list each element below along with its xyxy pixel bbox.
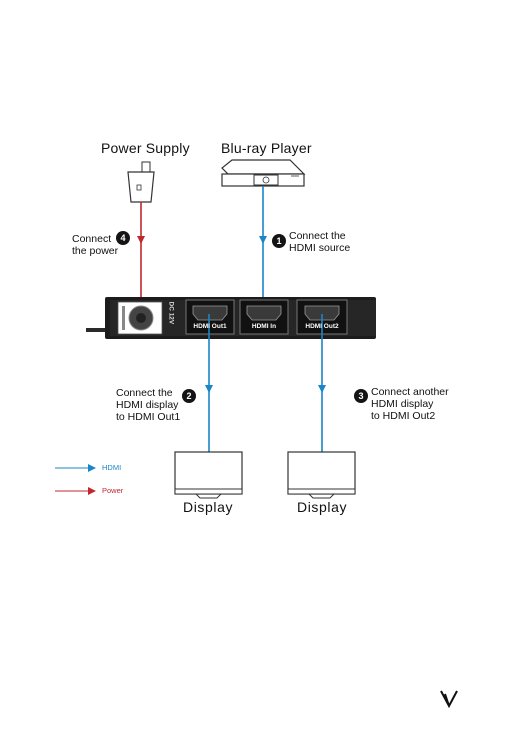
step-1-badge: 1	[272, 234, 286, 248]
legend-hdmi-label: HDMI	[102, 463, 121, 472]
hdmi-arrow-icon	[205, 385, 213, 393]
hdmi-arrow-icon	[259, 236, 267, 244]
step-3-badge: 3	[354, 389, 368, 403]
bluray-player-title: Blu-ray Player	[221, 140, 312, 156]
power-adapter-icon	[128, 162, 154, 202]
step-3-text: Connect another HDMI display to HDMI Out…	[371, 386, 449, 422]
display-left-caption: Display	[183, 499, 233, 515]
legend-power-label: Power	[102, 486, 123, 495]
hdmi-arrow-icon	[318, 385, 326, 393]
power-supply-title: Power Supply	[101, 140, 190, 156]
hdmi-in-port-label: HDMI In	[241, 323, 287, 330]
power-arrow-icon	[137, 236, 145, 244]
step-4-badge: 4	[116, 231, 130, 245]
display-right-caption: Display	[297, 499, 347, 515]
hdmi-splitter	[86, 297, 376, 339]
hdmi-out2-port-label: HDMI Out2	[298, 323, 346, 330]
step-4-text: Connect the power	[72, 233, 118, 257]
step-1-text: Connect the HDMI source	[289, 230, 350, 254]
dc-port-label: DC 12V	[168, 302, 175, 316]
hdmi-out1-port-label: HDMI Out1	[187, 323, 233, 330]
display-left-icon	[175, 452, 242, 498]
step-2-badge: 2	[182, 389, 196, 403]
bluray-player-icon	[222, 160, 304, 186]
display-right-icon	[288, 452, 355, 498]
v-logo-icon	[441, 691, 457, 706]
step-2-text: Connect the HDMI display to HDMI Out1	[116, 387, 180, 423]
